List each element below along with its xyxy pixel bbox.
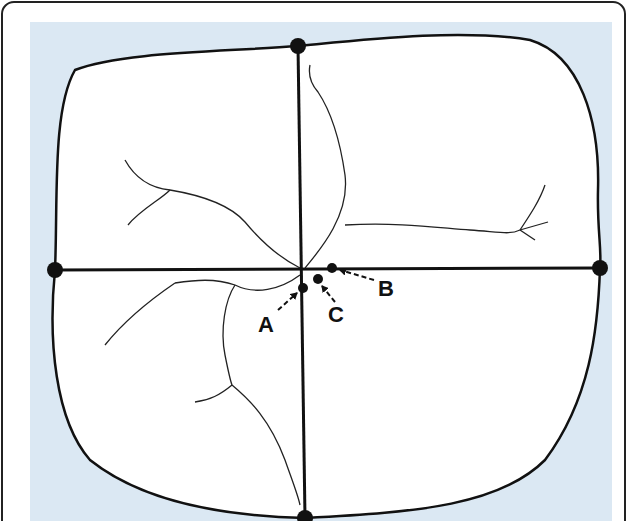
reference-axes [55,46,600,518]
point-label: B [378,278,394,300]
end-points [47,38,608,521]
fissure-lines [105,65,548,505]
reference-points [298,263,337,293]
leader-lines [278,270,374,310]
point-label: A [258,314,274,336]
point-label: C [328,304,344,326]
tooth-outline [53,35,601,518]
background-panel [30,22,612,521]
